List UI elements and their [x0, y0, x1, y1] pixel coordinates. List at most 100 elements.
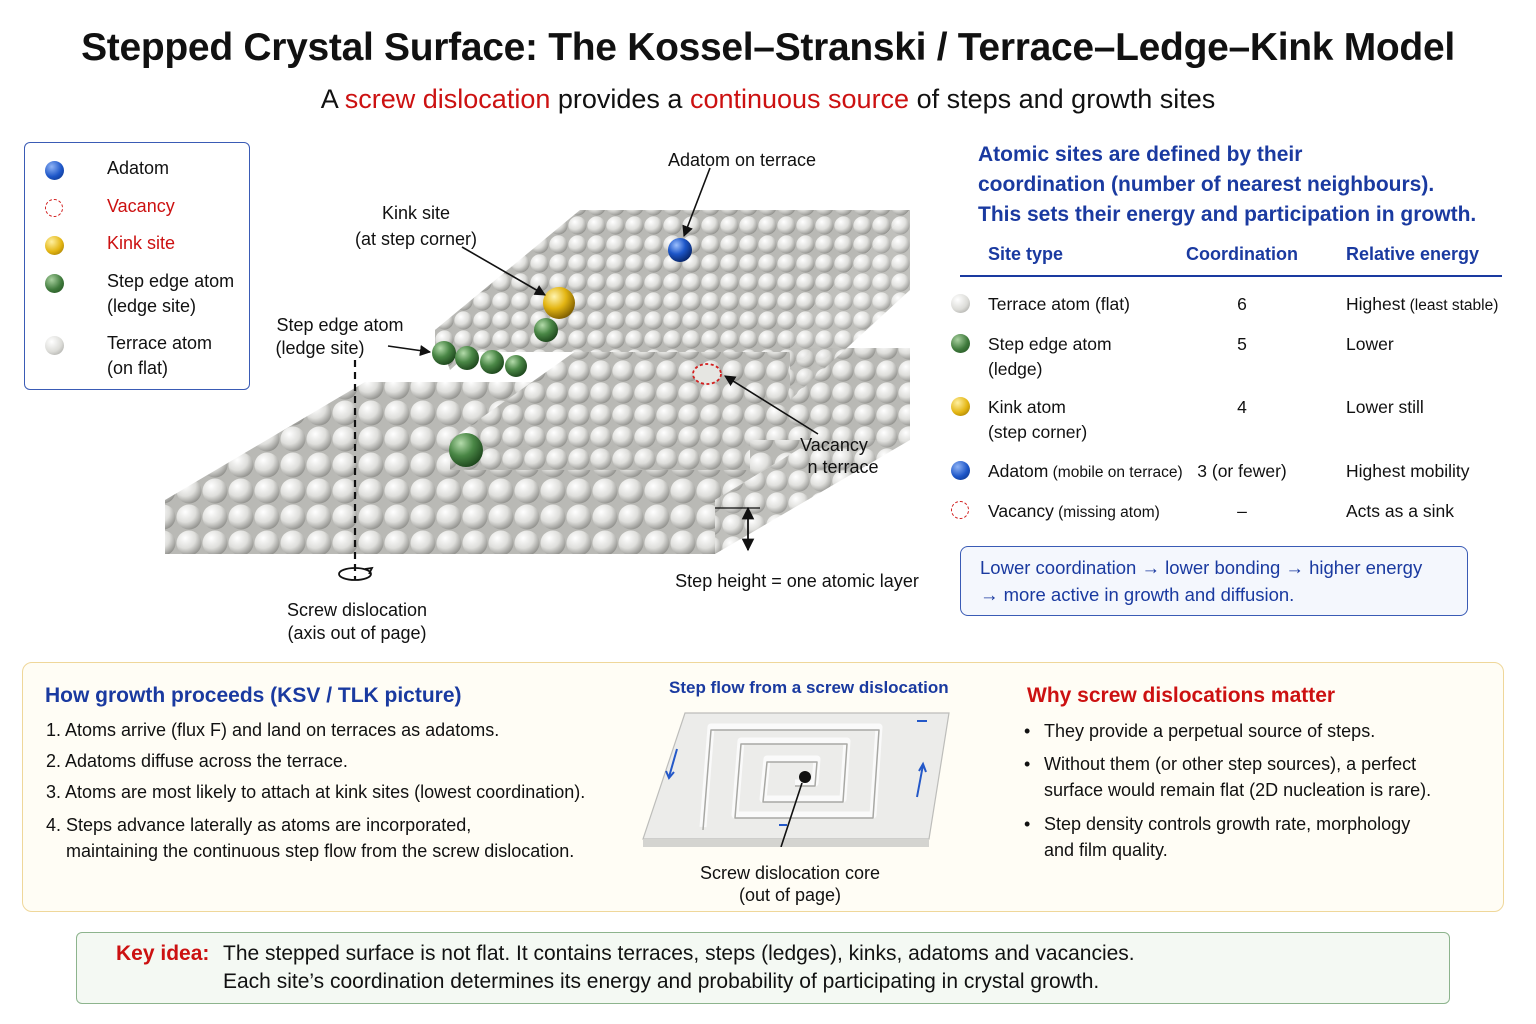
column-header-site-type: Site type: [988, 244, 1064, 264]
page-title: Stepped Crystal Surface: The Kossel–Stra…: [81, 26, 1455, 69]
vacancy-label-sub: n terrace: [807, 457, 879, 477]
site-name-text: Adatom: [988, 461, 1049, 481]
bullet-text: Step density controls growth rate, morph…: [1044, 814, 1411, 834]
page-subtitle: A screw dislocation provides a continuou…: [0, 84, 1536, 115]
step-edge-atom: [449, 433, 483, 467]
legend-label: Vacancy: [107, 196, 175, 216]
energy-value: Highest mobility: [1346, 461, 1470, 481]
screw-dislocation-label-sub: (axis out of page): [287, 623, 427, 643]
upper-terrace-side-face: [790, 210, 910, 400]
intro-line: This sets their energy and participation…: [978, 203, 1477, 226]
subtitle-text: A: [320, 84, 345, 114]
vacancy-leader-arrow: [724, 375, 819, 435]
bullet-text-continued: and film quality.: [1044, 840, 1168, 860]
growth-panel: How growth proceeds (KSV / TLK picture) …: [22, 662, 1504, 912]
growth-step: 1. Atoms arrive (flux F) and land on ter…: [46, 720, 500, 740]
kink-icon: [45, 236, 64, 255]
legend-label: (on flat): [107, 358, 169, 378]
subtitle-text: of steps and growth sites: [909, 84, 1216, 114]
spiral-plate: [642, 712, 950, 840]
middle-terrace-front-face: [450, 440, 750, 470]
legend: Adatom Vacancy Kink site Step edge atom …: [24, 142, 250, 390]
legend-label: Step edge atom: [107, 271, 235, 291]
legend-label: Terrace atom: [107, 333, 213, 353]
spiral-core-label: Screw dislocation core (out of page): [683, 862, 897, 906]
adatom-icon: [45, 161, 64, 180]
site-name: Kink atom(step corner): [988, 395, 1203, 445]
upper-terrace-front-face: [435, 330, 790, 352]
spiral-heading: Step flow from a screw dislocation: [669, 678, 949, 697]
intro-line: Atomic sites are defined by their: [978, 143, 1303, 166]
energy-text: Highest: [1346, 294, 1406, 314]
energy-note: (least stable): [1405, 297, 1499, 314]
step-edge-atom: [432, 341, 456, 365]
growth-step: 2. Adatoms diffuse across the terrace.: [46, 751, 348, 771]
bullet-text-continued: surface would remain flat (2D nucleation…: [1044, 780, 1432, 800]
vacancy-label: Vacancy: [800, 435, 868, 455]
step-edge-label-sub: (ledge site): [275, 338, 365, 358]
site-name: Adatom (mobile on terrace): [988, 459, 1203, 485]
step-edge-atom: [534, 318, 558, 342]
key-idea-line: Each site’s coordination determines its …: [223, 970, 1100, 993]
coordination-value: –: [1237, 501, 1247, 521]
site-name-note: (mobile on terrace): [1048, 464, 1183, 481]
rotation-arrow-icon: [364, 566, 374, 575]
step-edge-atom: [505, 355, 527, 377]
coordination-value: 4: [1237, 397, 1247, 417]
intro-line: coordination (number of nearest neighbou…: [978, 173, 1435, 196]
step-flow-spiral-diagram: [642, 712, 950, 847]
site-name-text: Terrace atom (flat): [988, 294, 1130, 314]
subtitle-highlight-source: continuous source: [689, 84, 910, 114]
step-riser: [435, 244, 550, 370]
site-name-sub: (ledge): [988, 359, 1043, 379]
site-name-note: (missing atom): [1053, 504, 1160, 521]
growth-step: 3. Atoms are most likely to attach at ki…: [46, 782, 586, 802]
bullet-icon: •: [1024, 814, 1031, 834]
legend-label: Adatom: [107, 158, 170, 178]
why-heading: Why screw dislocations matter: [1027, 684, 1336, 707]
legend-label: (ledge site): [107, 296, 197, 316]
adatom-label: Adatom on terrace: [667, 150, 817, 170]
terrace-atom-icon: [45, 336, 64, 355]
kink-label: Kink site: [381, 203, 451, 223]
subtitle-highlight-screw: screw dislocation: [344, 84, 551, 114]
callout-line: → more active in growth and diffusion.: [980, 584, 1295, 605]
adatom: [668, 238, 692, 262]
step-height-label: Step height = one atomic layer: [675, 571, 919, 591]
key-idea-label: Key idea:: [116, 942, 210, 965]
site-name-text: Step edge atom: [988, 334, 1112, 354]
vacancy-icon: [45, 199, 63, 217]
coordination-value: 5: [1237, 334, 1247, 354]
energy-value: Lower: [1346, 334, 1394, 354]
subtitle-text: provides a: [550, 84, 690, 114]
key-idea-box: Key idea: The stepped surface is not fla…: [76, 932, 1450, 1004]
bullet-text: Without them (or other step sources), a …: [1044, 754, 1417, 774]
column-header-energy: Relative energy: [1346, 244, 1480, 264]
kink-atom: [543, 287, 575, 319]
site-name-text: Vacancy: [988, 501, 1054, 521]
kink-icon: [951, 397, 970, 416]
terrace-atom-icon: [951, 294, 970, 313]
spiral-step-top: [699, 723, 883, 828]
header-divider: [960, 275, 1502, 277]
site-name: Step edge atom (ledge): [988, 332, 1203, 382]
spiral-core-label-line: Screw dislocation core: [699, 863, 881, 883]
bullet-icon: •: [1024, 721, 1031, 741]
flow-arrow-icon: [916, 764, 924, 798]
dislocation-core-dot: [799, 771, 811, 783]
step-edge-label: Step edge atom: [276, 315, 404, 335]
callout-line: Lower coordination → lower bonding → hig…: [980, 557, 1423, 578]
site-name: Vacancy (missing atom): [988, 499, 1203, 525]
step-edge-icon: [45, 274, 64, 293]
site-name-sub: (step corner): [988, 422, 1088, 442]
spiral-core-label-line: (out of page): [738, 885, 842, 905]
step-edge-icon: [951, 334, 970, 353]
step-edge-leader-arrow: [387, 345, 432, 357]
spiral-plate-edge: [643, 839, 929, 847]
rotation-icon: [338, 567, 372, 581]
energy-value: Highest (least stable): [1346, 292, 1526, 318]
energy-value: Lower still: [1346, 397, 1424, 417]
coordination-value: 3 (or fewer): [1197, 461, 1287, 481]
vacancy: [692, 363, 722, 385]
bullet-icon: •: [1024, 754, 1031, 774]
